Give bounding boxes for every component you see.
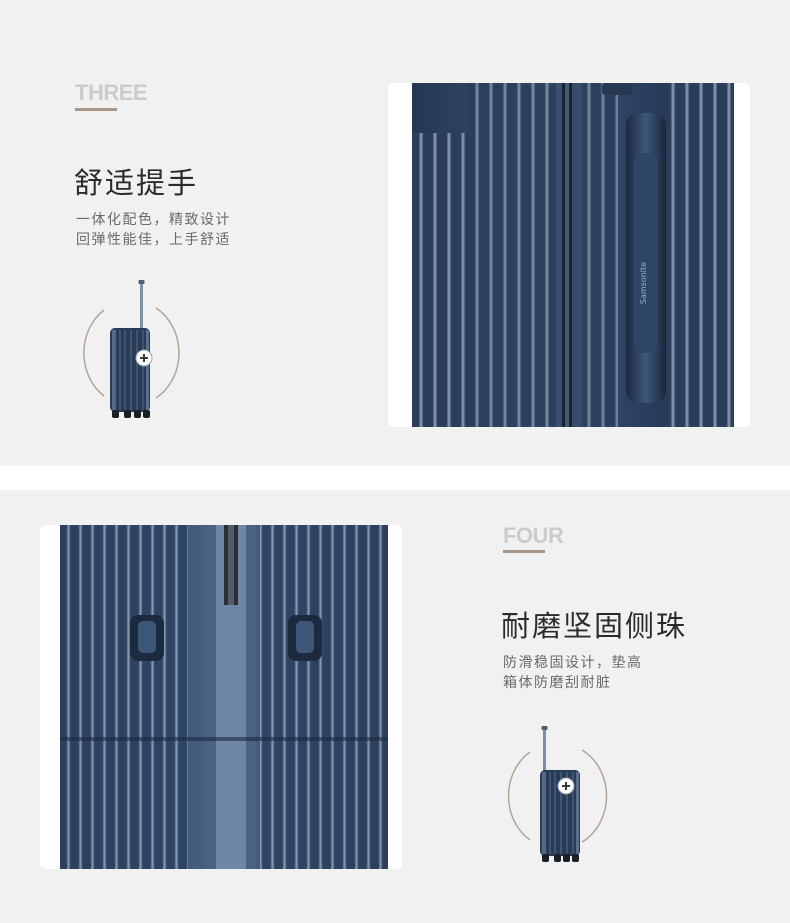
section-description: 防滑稳固设计，垫高 箱体防磨刮耐脏 bbox=[503, 653, 643, 693]
description-line: 一体化配色，精致设计 bbox=[76, 212, 231, 228]
section-description: 一体化配色，精致设计 回弹性能佳，上手舒适 bbox=[76, 210, 231, 250]
section-number: THREE bbox=[75, 80, 148, 105]
suitcase-thumbnail[interactable] bbox=[74, 278, 204, 428]
feature-section-handle: THREE 舒适提手 一体化配色，精致设计 回弹性能佳，上手舒适 bbox=[0, 0, 790, 466]
section-title: 耐磨坚固侧珠 bbox=[501, 609, 688, 643]
handle-closeup-photo: Samsonite bbox=[388, 83, 750, 427]
plus-icon bbox=[135, 349, 153, 367]
side-bumper-closeup-photo bbox=[40, 525, 402, 869]
description-line: 防滑稳固设计，垫高 bbox=[503, 655, 643, 671]
accent-bar bbox=[75, 108, 117, 111]
suitcase-thumbnail[interactable] bbox=[500, 722, 630, 872]
description-line: 箱体防磨刮耐脏 bbox=[503, 675, 612, 691]
brand-mark: Samsonite bbox=[639, 262, 648, 304]
accent-bar bbox=[503, 550, 545, 553]
section-title: 舒适提手 bbox=[74, 166, 199, 200]
plus-icon bbox=[557, 777, 575, 795]
description-line: 回弹性能佳，上手舒适 bbox=[76, 232, 231, 248]
section-number: FOUR bbox=[503, 523, 564, 548]
rotate-arc-icon bbox=[507, 751, 531, 841]
rotate-arc-icon bbox=[83, 309, 105, 397]
feature-section-side-bumpers: FOUR 耐磨坚固侧珠 防滑稳固设计，垫高 箱体防磨刮耐脏 bbox=[0, 490, 790, 923]
